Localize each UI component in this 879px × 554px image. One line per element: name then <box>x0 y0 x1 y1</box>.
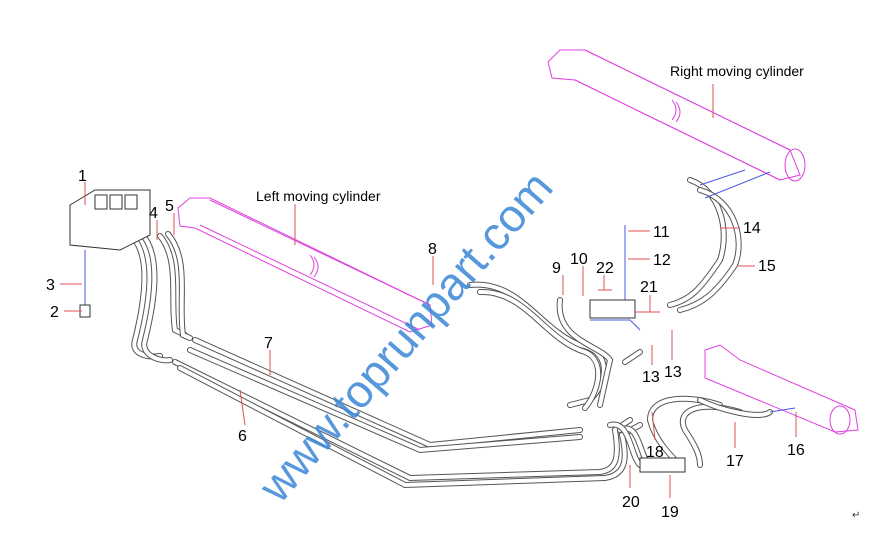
pipes <box>84 169 796 413</box>
leader-lines <box>60 84 797 498</box>
hydraulic-hose <box>677 187 742 313</box>
distributor-block <box>589 299 636 319</box>
callout-16: 16 <box>787 442 805 459</box>
hydraulic-hose <box>142 236 172 363</box>
hydraulic-hose <box>557 298 613 407</box>
callout-8: 8 <box>428 241 437 258</box>
callout-labels: 1 2 3 4 5 6 7 8 9 10 22 11 12 21 13 13 1… <box>46 168 805 521</box>
callout-11: 11 <box>653 224 670 241</box>
hydraulic-hose <box>158 234 187 337</box>
hydraulic-hose <box>608 422 642 467</box>
return-mark: ↵ <box>852 510 860 521</box>
callout-22: 22 <box>596 260 614 277</box>
callout-5: 5 <box>165 198 174 215</box>
callout-12: 12 <box>653 252 671 269</box>
hydraulic-hose <box>698 398 772 417</box>
lower-right-cylinder <box>704 344 859 435</box>
hydraulic-hose <box>172 359 633 482</box>
hydraulic-hose <box>647 396 722 467</box>
left-cylinder-label: Left moving cylinder <box>256 188 381 204</box>
callout-15: 15 <box>758 258 776 275</box>
hydraulic-hose <box>178 366 642 488</box>
callout-10: 10 <box>570 251 588 268</box>
hydraulic-hose <box>177 365 643 489</box>
callout-21: 21 <box>640 279 658 296</box>
right-moving-cylinder <box>547 49 806 182</box>
callout-13b: 13 <box>664 364 682 381</box>
callout-19: 19 <box>661 504 679 521</box>
hydraulic-hose <box>173 360 632 481</box>
hydraulic-hose <box>193 338 582 448</box>
hydraulic-hose <box>623 350 642 364</box>
left-moving-cylinder <box>177 197 433 333</box>
hydraulic-hose <box>468 282 606 407</box>
hydraulic-hose <box>478 289 601 410</box>
callout-9: 9 <box>552 260 561 277</box>
callout-20: 20 <box>622 494 640 511</box>
control-valve-block <box>69 189 151 318</box>
callout-4: 4 <box>149 205 158 222</box>
hydraulic-hose <box>141 235 173 364</box>
callout-14: 14 <box>743 220 761 237</box>
right-cylinder-label: Right moving cylinder <box>670 63 804 79</box>
hydraulic-hose <box>678 188 741 312</box>
hydraulic-hose <box>188 348 582 453</box>
callout-18: 18 <box>646 444 664 461</box>
callout-17: 17 <box>726 453 744 470</box>
callout-3: 3 <box>46 277 55 294</box>
callout-6: 6 <box>238 428 247 445</box>
callout-13a: 13 <box>642 369 660 386</box>
callout-2: 2 <box>50 304 59 321</box>
hydraulic-hose <box>166 232 192 340</box>
hoses <box>131 177 773 489</box>
distributor-block-lower <box>639 457 686 473</box>
callout-7: 7 <box>264 335 273 352</box>
callout-1: 1 <box>78 168 87 185</box>
